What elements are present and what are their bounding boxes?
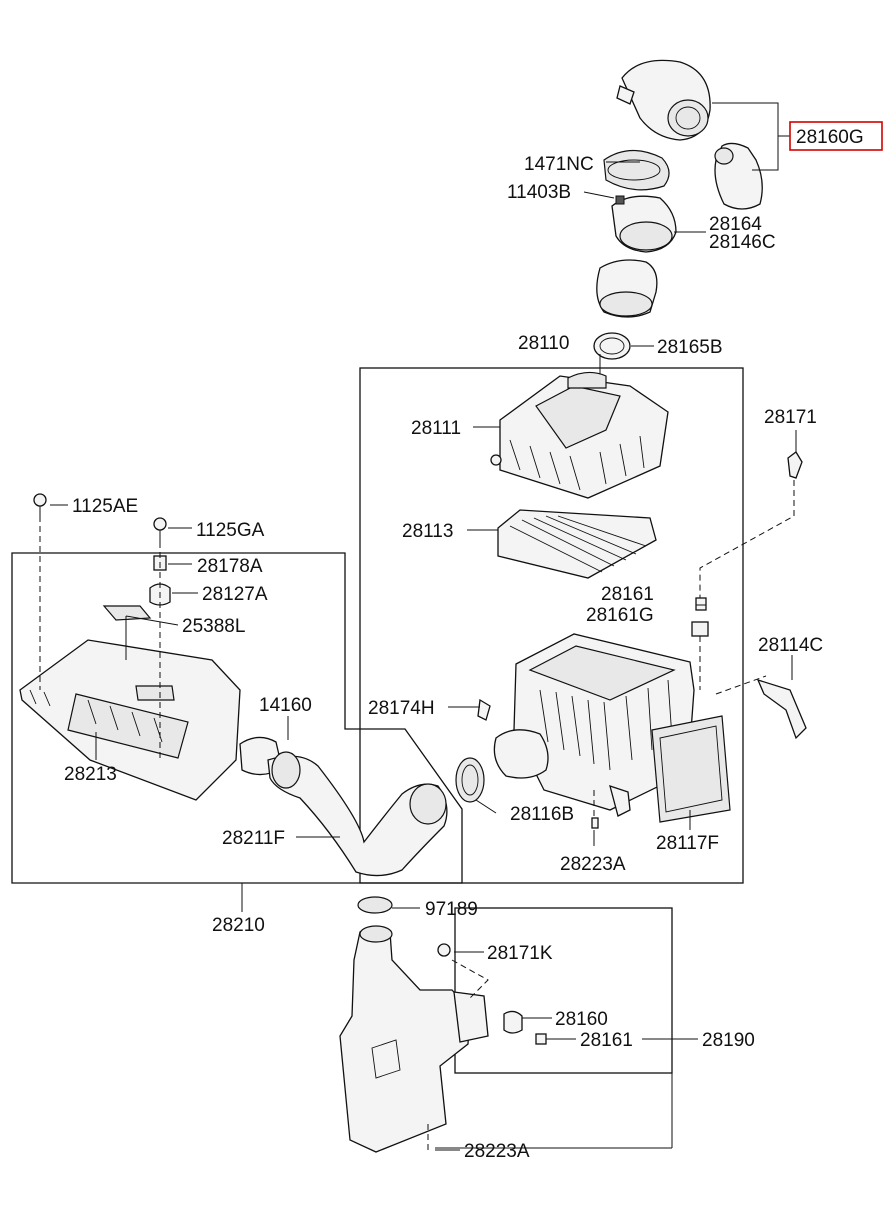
label-28190[interactable]: 28190 xyxy=(702,1030,755,1051)
label-28111[interactable]: 28111 xyxy=(411,418,461,439)
label-28116B[interactable]: 28116B xyxy=(510,804,574,825)
label-28161[interactable]: 28161 xyxy=(601,584,654,605)
air-filter-element xyxy=(497,509,657,579)
dashed-assembly-lines xyxy=(39,480,795,1150)
label-28146C[interactable]: 28146C xyxy=(709,232,776,253)
label-28178A[interactable]: 28178A xyxy=(197,556,263,577)
label-28171K[interactable]: 28171K xyxy=(487,943,553,964)
label-28174H[interactable]: 28174H xyxy=(368,698,435,719)
label-28114C[interactable]: 28114C xyxy=(758,635,823,656)
label-28210[interactable]: 28210 xyxy=(212,915,265,936)
label-28113[interactable]: 28113 xyxy=(402,521,453,542)
label-28213[interactable]: 28213 xyxy=(64,764,117,785)
label-25388L[interactable]: 25388L xyxy=(182,616,245,637)
label-28117F[interactable]: 28117F xyxy=(656,833,719,854)
label-14160[interactable]: 14160 xyxy=(259,695,312,716)
label-28211F[interactable]: 28211F xyxy=(222,828,285,849)
label-1125AE[interactable]: 1125AE xyxy=(72,496,138,517)
air-cleaner-cover xyxy=(490,371,669,499)
label-28161-low[interactable]: 28161 xyxy=(580,1030,633,1051)
label-28223A-top[interactable]: 28223A xyxy=(560,854,626,875)
highlight-box-28160G xyxy=(789,121,883,151)
label-1471NC[interactable]: 1471NC xyxy=(524,154,594,175)
frame-28190 xyxy=(454,907,673,1074)
air-intake-hose xyxy=(239,736,448,877)
label-28160[interactable]: 28160 xyxy=(555,1009,608,1030)
label-28171[interactable]: 28171 xyxy=(764,407,817,428)
label-28164[interactable]: 28164 xyxy=(709,214,762,235)
air-duct-cover xyxy=(19,605,241,801)
air-flow-sensor-assy xyxy=(593,59,763,360)
group-frames xyxy=(11,367,744,1149)
label-97189[interactable]: 97189 xyxy=(425,899,478,920)
label-11403B[interactable]: 11403B xyxy=(507,182,571,203)
leader-lines xyxy=(50,102,797,1151)
label-28161G[interactable]: 28161G xyxy=(586,605,654,626)
part-labels: 28160G 1471NC 11403B 28164 28146C 28110 … xyxy=(64,127,864,1162)
frame-28210 xyxy=(11,552,463,884)
resonator xyxy=(339,896,547,1153)
label-1125GA[interactable]: 1125GA xyxy=(196,520,265,541)
label-28165B[interactable]: 28165B xyxy=(657,337,723,358)
label-28223A-bottom[interactable]: 28223A xyxy=(464,1141,530,1162)
label-28127A[interactable]: 28127A xyxy=(202,584,268,605)
air-cleaner-body xyxy=(455,451,807,829)
frame-28110 xyxy=(359,367,744,884)
label-28110[interactable]: 28110 xyxy=(518,333,569,354)
label-28160G[interactable]: 28160G xyxy=(796,127,864,148)
